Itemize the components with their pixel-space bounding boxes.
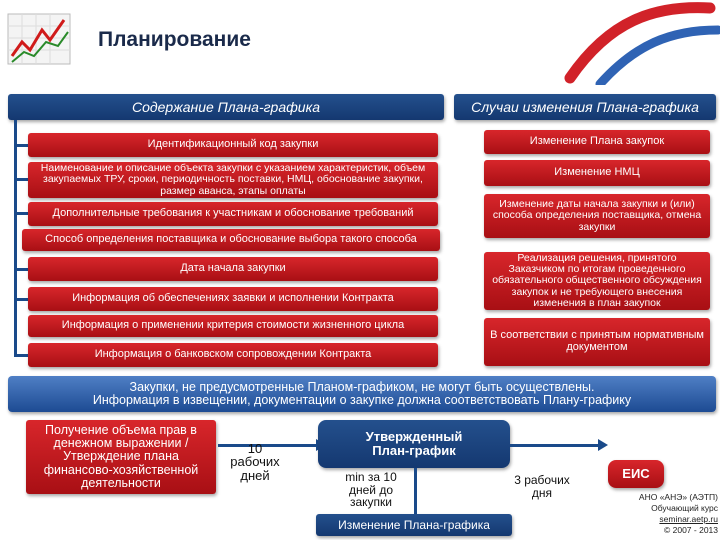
- left-item-description: Наименование и описание объекта закупки …: [28, 162, 438, 198]
- banner-line-2: Информация в извещении, документации о з…: [92, 393, 632, 407]
- flow-arrowhead-2: [598, 439, 608, 451]
- left-item-security: Информация об обеспечениях заявки и испо…: [28, 287, 438, 311]
- header-swoosh-icon: [560, 0, 720, 89]
- footer-course: Обучающий курс: [651, 503, 718, 513]
- flow-arrow-2: [510, 444, 600, 447]
- right-item-nmc-change: Изменение НМЦ: [484, 160, 710, 186]
- connector: [14, 212, 28, 215]
- tree-vertical-line: [14, 120, 17, 355]
- right-item-normative: В соответствии с принятым нормативным до…: [484, 318, 710, 366]
- right-item-public-discussion: Реализация решения, принятого Заказчиком…: [484, 252, 710, 310]
- footer-org: АНО «АНЭ» (АЭТП): [638, 492, 718, 502]
- footer-link[interactable]: seminar.aetp.ru: [659, 514, 718, 524]
- left-item-requirements: Дополнительные требования к участникам и…: [28, 202, 438, 226]
- days-2-label: 3 рабочих дня: [514, 473, 570, 500]
- min-days-label: min за 10 дней до закупки: [345, 470, 397, 510]
- eis-box: ЕИС: [608, 460, 664, 488]
- right-item-plan-change: Изменение Плана закупок: [484, 130, 710, 154]
- plan-change-header: Случаи изменения Плана-графика: [454, 94, 716, 120]
- info-banner: Закупки, не предусмотренные Планом-графи…: [8, 376, 716, 412]
- connector: [14, 268, 28, 271]
- flow-start-box: Получение объема прав в денежном выражен…: [26, 420, 216, 494]
- flow-arrow-down: [414, 468, 417, 516]
- plan-change-box: Изменение Плана-графика: [316, 514, 512, 536]
- left-item-code: Идентификационный код закупки: [28, 133, 438, 157]
- banner-line-1: Закупки, не предусмотренные Планом-графи…: [129, 379, 595, 394]
- left-item-bank-support: Информация о банковском сопровождении Ко…: [28, 343, 438, 367]
- connector: [14, 354, 28, 357]
- footer-copyright: © 2007 - 2013: [664, 525, 718, 535]
- approved-plan-box: Утвержденный План-график: [318, 420, 510, 468]
- left-item-start-date: Дата начала закупки: [28, 257, 438, 281]
- right-item-date-change: Изменение даты начала закупки и (или) сп…: [484, 194, 710, 238]
- footer-credits: АНО «АНЭ» (АЭТП) Обучающий курс seminar.…: [602, 492, 718, 536]
- page-title: Планирование: [98, 28, 251, 51]
- plan-content-header: Содержание Плана-графика: [8, 94, 444, 120]
- logo-icon: [6, 12, 76, 70]
- connector: [14, 178, 28, 181]
- left-item-method: Способ определения поставщика и обоснова…: [22, 229, 440, 251]
- days-1-label: 10 рабочих дней: [230, 440, 280, 483]
- left-item-life-cycle: Информация о применении критерия стоимос…: [28, 315, 438, 337]
- connector: [14, 298, 28, 301]
- flow-arrow-1: [218, 444, 318, 447]
- connector: [14, 144, 28, 147]
